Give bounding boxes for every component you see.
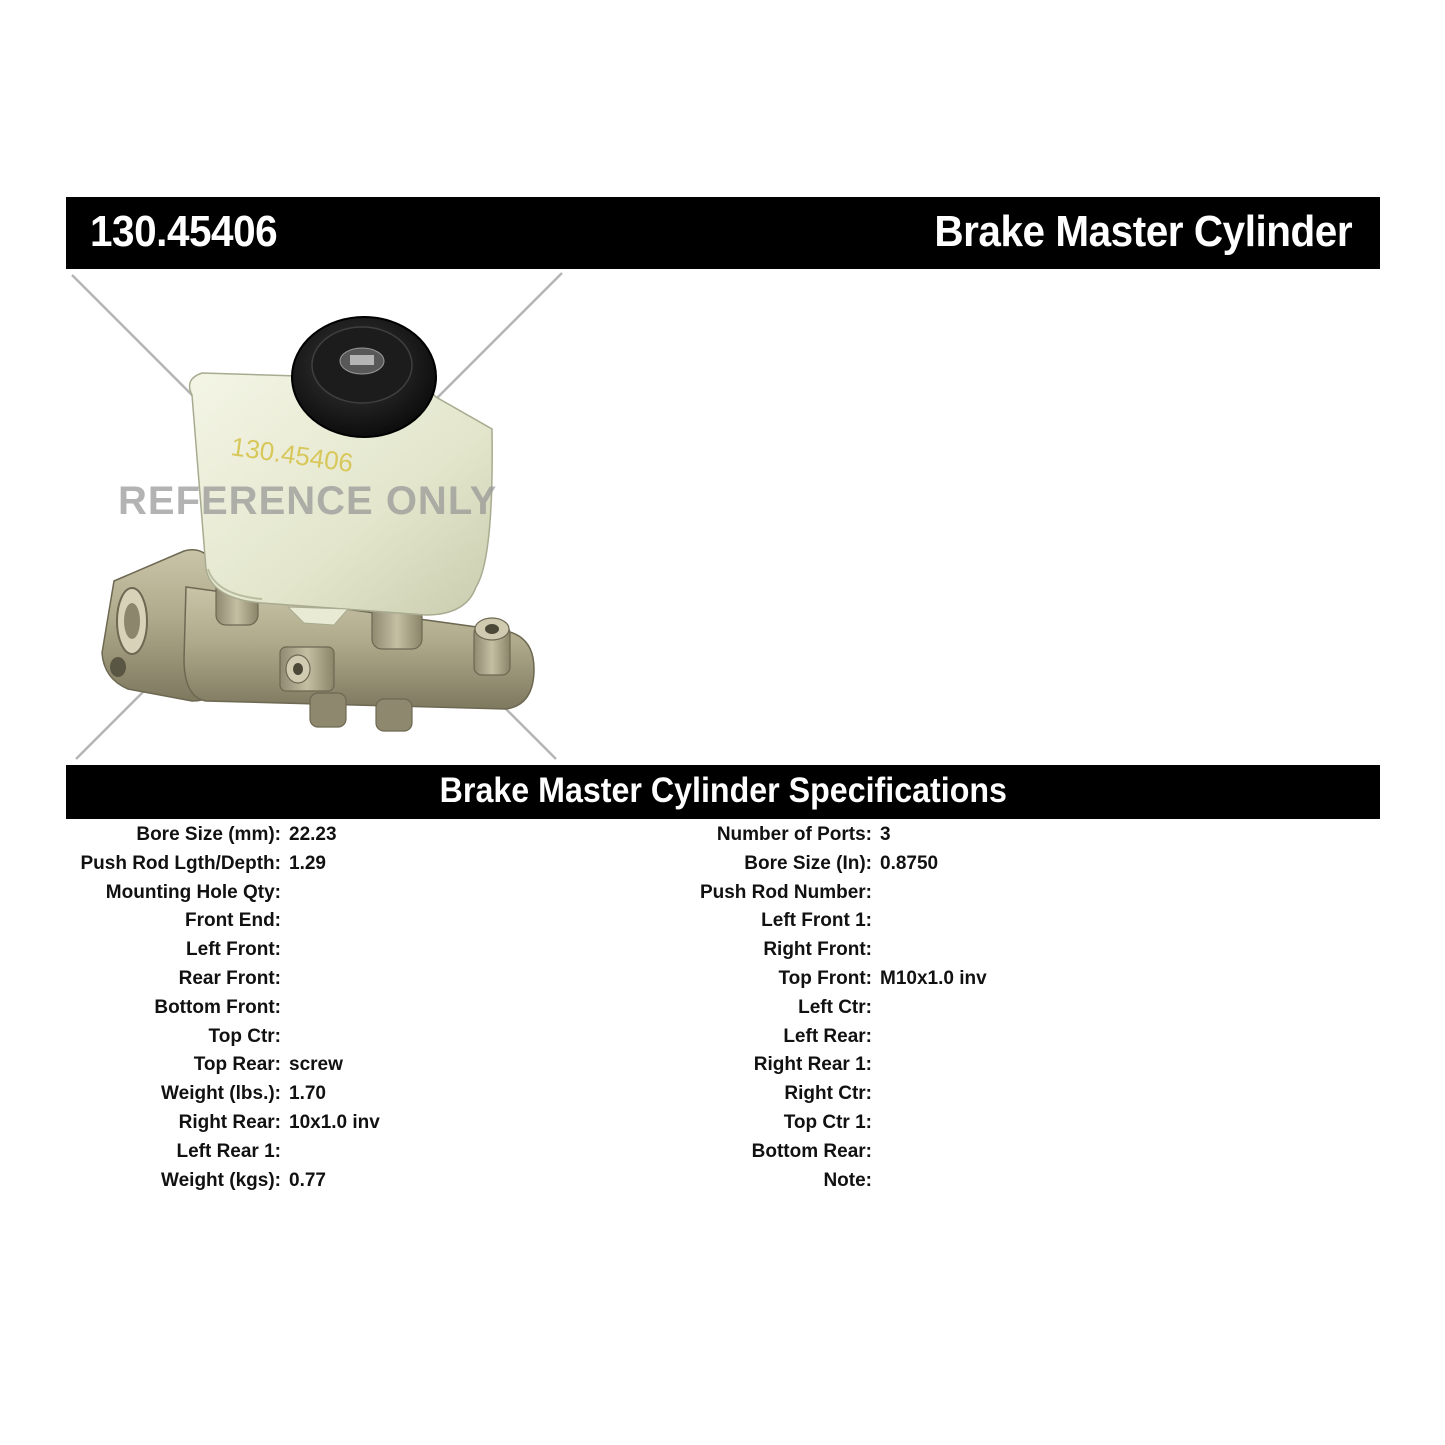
spec-label: Left Front: — [186, 939, 281, 961]
spec-row: Right Rear 1: — [500, 1052, 872, 1081]
spec-row: Top Ctr 1: — [500, 1110, 872, 1139]
spec-value: screw — [289, 1054, 343, 1076]
spec-label: Left Rear: — [783, 1025, 872, 1047]
part-number: 130.45406 — [90, 207, 278, 256]
brake-master-cylinder-illustration: 130.45406 — [71, 272, 563, 760]
spec-row: Front End: — [0, 908, 281, 937]
spec-label: Bore Size (mm): — [136, 824, 281, 845]
spec-row: Rear Front: — [0, 966, 281, 995]
spec-row: Bottom Rear: — [500, 1139, 872, 1168]
spec-row: Right Front: — [500, 937, 872, 966]
spec-label: Right Front: — [763, 939, 872, 961]
spec-row: Right Rear: 10x1.0 inv — [0, 1110, 380, 1139]
spec-value: 3 — [880, 824, 891, 845]
spec-label: Note: — [823, 1169, 872, 1191]
specifications-title: Brake Master Cylinder Specifications — [439, 771, 1007, 810]
spec-label: Left Front 1: — [761, 910, 872, 932]
spec-row: Mounting Hole Qty: — [0, 880, 281, 909]
spec-row: Top Ctr: — [0, 1024, 281, 1053]
spec-label: Push Rod Lgth/Depth: — [80, 852, 281, 874]
spec-row: Bottom Front: — [0, 995, 281, 1024]
spec-row: Left Ctr: — [500, 995, 872, 1024]
spec-value: 10x1.0 inv — [289, 1111, 380, 1133]
spec-row: Bore Size (mm): 22.23 — [0, 822, 336, 851]
spec-row: Right Ctr: — [500, 1081, 872, 1110]
spec-value: 0.77 — [289, 1169, 326, 1191]
spec-label: Right Ctr: — [784, 1083, 872, 1105]
reference-only-watermark: REFERENCE ONLY — [118, 479, 498, 523]
spec-value: 1.29 — [289, 852, 326, 874]
spec-row: Bore Size (In): 0.8750 — [500, 851, 938, 880]
spec-label: Top Ctr: — [208, 1025, 281, 1047]
spec-label: Weight (kgs): — [161, 1169, 281, 1191]
spec-label: Top Ctr 1: — [783, 1111, 872, 1133]
part-name: Brake Master Cylinder — [934, 207, 1352, 256]
spec-label: Push Rod Number: — [699, 881, 872, 903]
spec-label: Top Front: — [778, 967, 872, 989]
title-bar: 130.45406 Brake Master Cylinder — [66, 197, 1380, 269]
spec-label: Bottom Front: — [154, 996, 281, 1018]
spec-row: Push Rod Lgth/Depth: 1.29 — [0, 851, 326, 880]
spec-label: Right Rear: — [178, 1111, 281, 1133]
spec-row: Number of Ports: 3 — [500, 822, 891, 851]
spec-label: Bore Size (In): — [744, 852, 872, 874]
spec-row: Top Front: M10x1.0 inv — [500, 966, 986, 995]
spec-label: Weight (lbs.): — [161, 1083, 281, 1105]
spec-row: Top Rear: screw — [0, 1052, 343, 1081]
spec-label: Rear Front: — [178, 967, 281, 989]
product-image: 130.45406 REFERENCE ONLY — [66, 269, 576, 765]
spec-row: Left Front: — [0, 937, 281, 966]
spec-label: Front End: — [184, 910, 281, 932]
spec-label: Number of Ports: — [716, 824, 872, 845]
spec-row: Weight (kgs): 0.77 — [0, 1168, 326, 1197]
specifications-header: Brake Master Cylinder Specifications — [66, 765, 1380, 819]
spec-label: Right Rear 1: — [753, 1054, 872, 1076]
spec-row: Note: — [500, 1168, 872, 1197]
spec-value: 22.23 — [289, 824, 337, 845]
spec-row: Left Front 1: — [500, 908, 872, 937]
spec-row: Weight (lbs.): 1.70 — [0, 1081, 326, 1110]
spec-row: Left Rear: — [500, 1024, 872, 1053]
spec-label: Left Ctr: — [798, 996, 872, 1018]
spec-label: Top Rear: — [193, 1054, 281, 1076]
spec-value: 1.70 — [289, 1083, 326, 1105]
spec-row: Left Rear 1: — [0, 1139, 281, 1168]
spec-value: M10x1.0 inv — [880, 967, 987, 989]
spec-label: Bottom Rear: — [751, 1140, 872, 1162]
spec-row: Push Rod Number: — [500, 880, 872, 909]
spec-value: 0.8750 — [880, 852, 939, 874]
spec-label: Left Rear 1: — [176, 1140, 281, 1162]
spec-label: Mounting Hole Qty: — [105, 881, 281, 903]
